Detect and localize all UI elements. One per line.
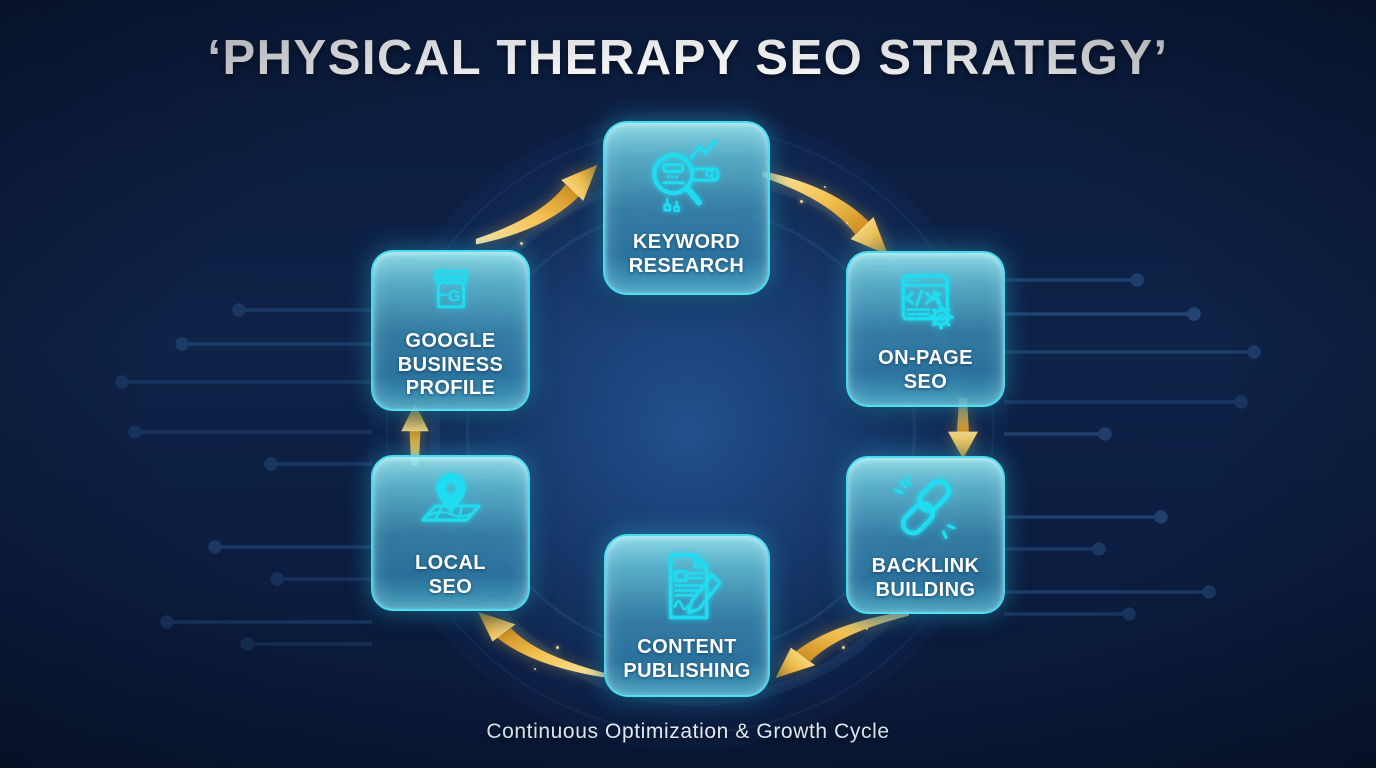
node-label-google-business-profile: GOOGLE BUSINESS PROFILE	[397, 330, 504, 400]
arrow-gbp-to-keyword	[475, 164, 598, 245]
sparkle-dot	[556, 646, 559, 649]
node-label-backlink-building: BACKLINK BUILDING	[871, 554, 980, 601]
sparkle-dot	[824, 186, 826, 188]
content-publishing-icon	[668, 553, 722, 620]
arrow-keyword-to-onpage	[762, 171, 888, 255]
local-seo-icon	[420, 473, 481, 522]
node-google-business-profile: G GOOGLE BUSINESS PROFILE	[371, 250, 530, 411]
node-content-publishing: CONTENT PUBLISHING	[604, 534, 770, 697]
circuit-pattern-left	[115, 303, 372, 651]
on-page-seo-icon	[900, 274, 954, 330]
arrow-content-to-local	[478, 611, 604, 678]
node-keyword-research: KEYWORD RESEARCH	[603, 121, 770, 295]
circuit-pattern-right	[1004, 273, 1261, 621]
backlink-building-icon	[893, 475, 956, 540]
node-backlink-building: BACKLINK BUILDING	[846, 456, 1005, 614]
node-label-local-seo: LOCAL SEO	[415, 551, 486, 598]
sparkle-dot	[842, 646, 845, 649]
page-title: ‘PHYSICAL THERAPY SEO STRATEGY’	[207, 31, 1169, 85]
cycle-caption: Continuous Optimization & Growth Cycle	[486, 720, 890, 743]
arrow-backlink-to-content	[775, 610, 909, 678]
node-on-page-seo: ON-PAGE SEO	[846, 251, 1005, 407]
node-label-content-publishing: CONTENT PUBLISHING	[623, 636, 751, 682]
sparkle-dot	[520, 242, 523, 245]
sparkle-dot	[846, 222, 848, 224]
svg-text:G: G	[447, 288, 460, 306]
node-label-keyword-research: KEYWORD RESEARCH	[628, 230, 745, 277]
sparkle-dot	[534, 668, 536, 670]
google-business-profile-icon: G	[434, 270, 467, 309]
sparkle-dot	[800, 200, 803, 203]
sparkle-dot	[866, 628, 868, 630]
node-local-seo: LOCAL SEO	[371, 455, 530, 611]
keyword-research-icon	[651, 139, 719, 213]
arrow-onpage-to-backlink	[948, 398, 978, 459]
node-label-on-page-seo: ON-PAGE SEO	[878, 346, 973, 393]
